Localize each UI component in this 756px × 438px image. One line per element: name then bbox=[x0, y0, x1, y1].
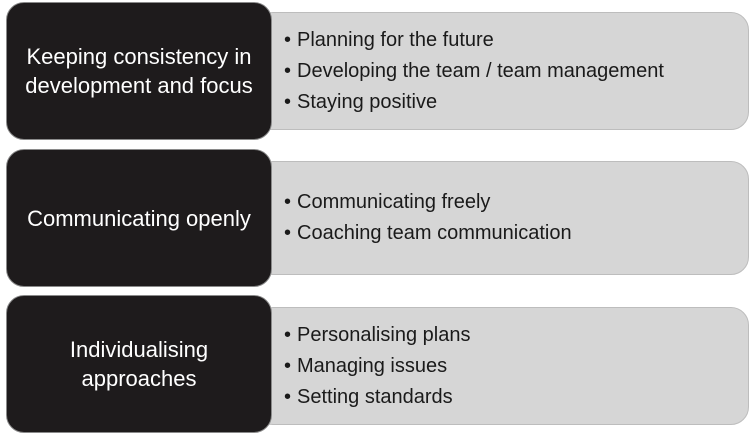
bullet-item: Coaching team communication bbox=[284, 218, 572, 249]
bullet-list: Communicating freely Coaching team commu… bbox=[284, 187, 572, 249]
bullet-item: Setting standards bbox=[284, 382, 470, 413]
bullet-list: Planning for the future Developing the t… bbox=[284, 25, 664, 118]
bullet-item: Staying positive bbox=[284, 87, 664, 118]
bullet-item: Managing issues bbox=[284, 351, 470, 382]
bullet-list: Personalising plans Managing issues Sett… bbox=[284, 320, 470, 413]
category-box: Keeping consistency in development and f… bbox=[6, 2, 272, 140]
category-label: Individualising approaches bbox=[69, 337, 209, 391]
detail-box: Personalising plans Managing issues Sett… bbox=[255, 307, 749, 425]
bullet-item: Personalising plans bbox=[284, 320, 470, 351]
bullet-item: Planning for the future bbox=[284, 25, 664, 56]
detail-box: Planning for the future Developing the t… bbox=[255, 12, 749, 130]
category-box: Individualising approaches bbox=[6, 295, 272, 433]
category-label: Keeping consistency in development and f… bbox=[25, 44, 253, 98]
bullet-item: Communicating freely bbox=[284, 187, 572, 218]
category-label: Communicating openly bbox=[27, 205, 251, 231]
bullet-item: Developing the team / team management bbox=[284, 56, 664, 87]
detail-box: Communicating freely Coaching team commu… bbox=[255, 161, 749, 275]
category-box: Communicating openly bbox=[6, 149, 272, 287]
theme-row-communicating: Communicating freely Coaching team commu… bbox=[0, 149, 756, 287]
theme-row-individualising: Personalising plans Managing issues Sett… bbox=[0, 295, 756, 433]
theme-row-consistency: Planning for the future Developing the t… bbox=[0, 2, 756, 140]
